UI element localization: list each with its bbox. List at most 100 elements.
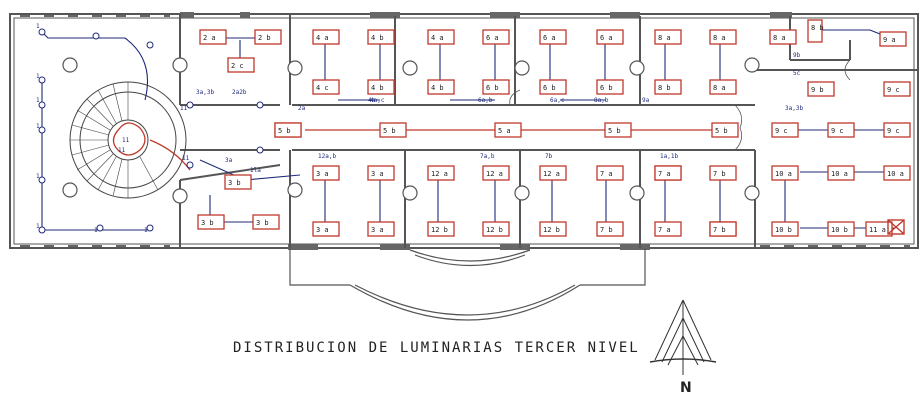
outer-walls [9,13,919,249]
switch-label-s18: 1la [250,167,261,174]
circuit-label-t9: 11 [180,105,188,112]
luminaire-l01: 2 a [199,29,227,45]
luminaire-l48: 8 b [807,19,824,43]
luminaire-label: 8 a [658,34,671,42]
luminaire-l37: 7 a [654,165,682,181]
luminaire-l03: 2 c [227,57,255,73]
luminaire-l57: 10 a [883,165,911,181]
luminaire-l18: 3 a [312,165,340,181]
luminaire-l47: 8 a [709,79,737,95]
switch-label-s5: 4a,c [370,97,385,104]
switch-label-s13: 12a,b [318,153,336,160]
switch-label-s8: 8a,b [594,97,609,104]
luminaire-label: 2 c [231,62,244,70]
luminaire-label: 12 b [486,226,503,234]
north-label: N [680,380,692,396]
luminaire-label: 3 b [201,219,214,227]
luminaire-l45: 8 a [769,29,797,45]
luminaire-l59: 10 b [827,221,855,237]
luminaire-l40: 6 a [596,29,624,45]
wall-dashes [20,15,910,247]
switch-label-s17: 3a [225,157,233,164]
luminaire-label: 3 b [256,219,269,227]
switch-label-s6: 6a,b [478,97,493,104]
luminaire-l09: 4 b [367,79,395,95]
switch-label-s4: 4a [368,97,376,104]
circuit-label-t4: 1 [36,123,40,130]
luminaire-l46: 8 b [654,79,682,95]
luminaire-label: 6 b [486,84,499,92]
circuit-label-t5: 1 [36,173,40,180]
luminaire-label: 3 a [371,226,384,234]
luminaire-l04: 4 a [312,29,340,45]
luminaire-label: 4 b [371,34,384,42]
luminaire-label: 7 a [658,226,671,234]
luminaire-label: 6 b [600,84,613,92]
luminaire-label: 8 a [773,34,786,42]
luminaire-l54: 9 c [883,122,911,138]
luminaire-l27: 12 a [539,165,567,181]
switch-label-s16: 1a,1b [660,153,678,160]
luminaire-label: 5 b [383,127,396,135]
circuit-label-t12: 11 [118,147,126,154]
luminaire-l17: 5 b [274,122,302,138]
luminaire-l31: 7 a [596,165,624,181]
luminaire-label: 7 b [713,226,726,234]
luminaire-l52: 9 c [771,122,799,138]
switch-label-s2: 2a2b [232,89,247,96]
luminaire-label: 10 a [887,170,904,178]
luminaire-label: 3 a [316,170,329,178]
luminaire-label: 9 c [831,127,844,135]
luminaire-label: 9 a [883,36,896,44]
luminaire-label: 12 a [486,170,503,178]
drawing-title: DISTRIBUCION DE LUMINARIAS TERCER NIVEL [233,340,640,356]
luminaire-l44: 8 a [709,29,737,45]
switches [38,28,264,234]
luminaire-l19: 3 a [367,165,395,181]
luminaire-l28: 12 b [427,221,455,237]
circuit-label-t1: 1 [36,23,40,30]
luminaire-label: 8 b [658,84,671,92]
luminaire-label: 11 a [869,226,886,234]
circuit-label-t10: 11 [182,155,190,162]
luminaire-label: 4 a [431,34,444,42]
luminaire-l42: 6 b [596,79,624,95]
luminaire-l11: 6 b [482,79,510,95]
luminaire-l26: 12 a [482,165,510,181]
luminaire-l50: 9 b [807,81,835,97]
switch-label-s12: 3a,3b [785,105,803,112]
window-segments [180,12,792,250]
luminaire-l39: 6 a [539,29,567,45]
luminaire-l15: 5 b [604,122,632,138]
luminaire-l14: 5 a [494,122,522,138]
switch-label-s9: 9a [642,97,650,104]
circuit-label-t2: 1 [36,73,40,80]
luminaire-label: 12 a [431,170,448,178]
circuit-label-t6: 1 [36,223,40,230]
luminaire-layer: 2 a2 b2 c4 a4 b4 a6 a4 c4 b4 b6 b5 a5 b5… [197,19,911,237]
luminaire-label: 9 c [887,127,900,135]
luminaire-l22: 3 b [197,214,225,230]
luminaire-label: 8 a [713,84,726,92]
luminaire-label: 7 b [600,226,613,234]
luminaire-label: 6 a [543,34,556,42]
luminaire-label: 9 c [775,127,788,135]
luminaire-label: 9 c [887,86,900,94]
luminaire-l20: 3 a [312,221,340,237]
luminaire-label: 2 b [258,34,271,42]
luminaire-label: 8 a [713,34,726,42]
luminaire-l30: 12 b [539,221,567,237]
feeder-lines [112,122,725,171]
luminaire-l58: 10 b [771,221,799,237]
luminaire-label: 2 a [203,34,216,42]
luminaire-label: 4 b [371,84,384,92]
luminaire-l29: 12 b [482,221,510,237]
luminaire-l05: 4 b [367,29,395,45]
luminaire-label: 6 a [600,34,613,42]
luminaire-l23: 3 b [252,214,280,230]
north-arrow [649,299,717,375]
luminaire-label: 6 a [486,34,499,42]
luminaire-l21: 3 a [367,221,395,237]
electrical-panel [887,219,905,235]
